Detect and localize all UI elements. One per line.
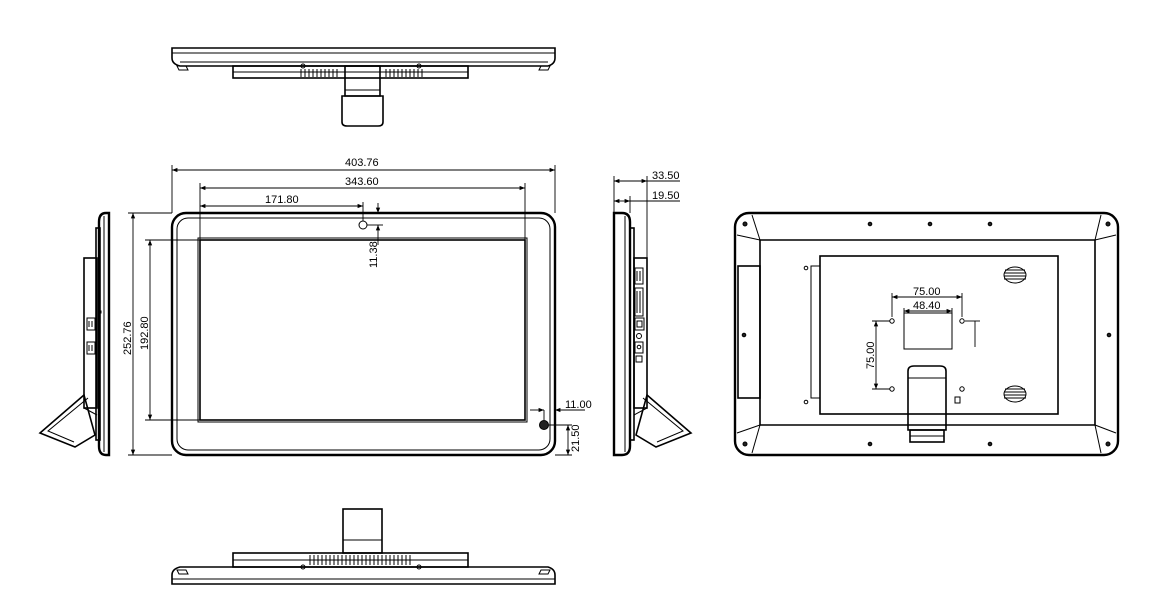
dim-center-offset: 171.80 (265, 194, 299, 206)
dim-overall-height: 252.76 (122, 321, 134, 355)
dim-vesa-inner: 48.40 (913, 300, 941, 312)
sd-card-slot-icon (634, 287, 644, 317)
dim-overall-width: 403.76 (345, 157, 379, 169)
usb-port-icon (86, 341, 96, 355)
reset-button-icon (635, 355, 643, 363)
left-side-view (38, 211, 111, 457)
top-vent-right (385, 69, 423, 77)
bottom-view (171, 508, 556, 585)
dim-depth-total: 33.50 (652, 170, 680, 182)
dim-screen-height: 192.80 (139, 316, 151, 350)
usb-port-icon (86, 317, 96, 331)
front-view: 403.76 343.60 171.80 11.38 252.76 192.80… (122, 157, 592, 457)
dim-vesa-vertical: 75.00 (865, 341, 877, 369)
speaker-grille-icon (1003, 385, 1027, 403)
dim-depth-body: 19.50 (652, 190, 680, 202)
right-side-view: 33.50 19.50 (612, 170, 693, 457)
speaker-grille-icon (1003, 266, 1027, 284)
camera-icon (358, 220, 368, 230)
dim-button-bottom: 21.50 (570, 424, 582, 452)
dim-vesa-outer: 75.00 (913, 286, 941, 298)
audio-jack-icon (636, 333, 642, 339)
dim-camera-offset: 11.38 (368, 241, 380, 268)
dim-button-right: 11.00 (565, 399, 592, 411)
power-button-icon (539, 420, 549, 430)
bottom-vent (309, 555, 411, 565)
ethernet-port-icon (634, 317, 645, 331)
hdmi-port-icon (634, 267, 644, 285)
top-view (171, 47, 556, 127)
top-vent-left (300, 69, 338, 77)
dim-screen-width: 343.60 (345, 176, 379, 188)
back-view: 75.00 48.40 75.00 (733, 211, 1120, 457)
dc-power-port-icon (634, 341, 644, 354)
